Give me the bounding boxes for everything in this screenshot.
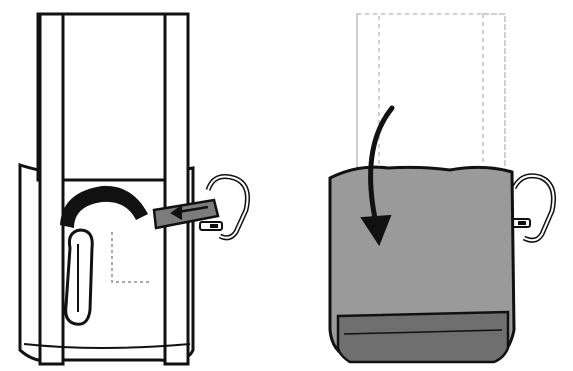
bag-bottom-seam xyxy=(23,343,191,349)
rolled-item-inner xyxy=(75,204,133,229)
ghost-strap-left-dashed xyxy=(356,13,380,175)
rolled-item-outer xyxy=(60,185,148,228)
fold-down-arrowhead-icon xyxy=(360,214,392,247)
carabiner-icon xyxy=(199,174,250,241)
fold-down-arrow-icon xyxy=(368,105,395,235)
strap-arrow-icon xyxy=(177,205,209,214)
strap-arrow-head-icon xyxy=(170,205,183,220)
ghost-strap-right-dashed xyxy=(482,13,506,175)
strap-left xyxy=(38,12,65,366)
fabric-fold-seam xyxy=(343,329,503,335)
strap-right xyxy=(163,12,190,366)
step-1-illustration xyxy=(18,12,250,366)
carabiner-icon-right xyxy=(507,173,556,243)
fabric-fold-band xyxy=(336,310,510,364)
inner-pocket-dashed xyxy=(111,232,150,283)
small-carabiner-icon xyxy=(64,228,94,326)
step-2-illustration xyxy=(328,13,556,364)
